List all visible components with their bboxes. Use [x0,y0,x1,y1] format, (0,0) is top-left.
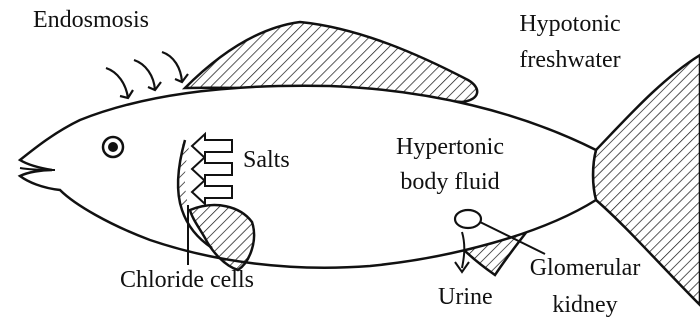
label-hypertonic-line2: body fluid [375,170,525,194]
label-hypotonic-line2: freshwater [490,48,650,72]
label-glomerular-line1: Glomerular [515,256,655,280]
glomerular-kidney [455,210,481,228]
label-endosmosis: Endosmosis [33,8,149,32]
label-glomerular-line2: kidney [515,293,655,317]
label-hypertonic-line1: Hypertonic [375,135,525,159]
endosmosis-arrows [106,52,188,98]
label-salts: Salts [243,148,290,172]
salt-arrows [192,134,232,204]
label-urine: Urine [438,285,493,309]
label-chloride-cells: Chloride cells [120,268,254,292]
eye-pupil [108,142,118,152]
label-hypotonic-line1: Hypotonic [490,12,650,36]
